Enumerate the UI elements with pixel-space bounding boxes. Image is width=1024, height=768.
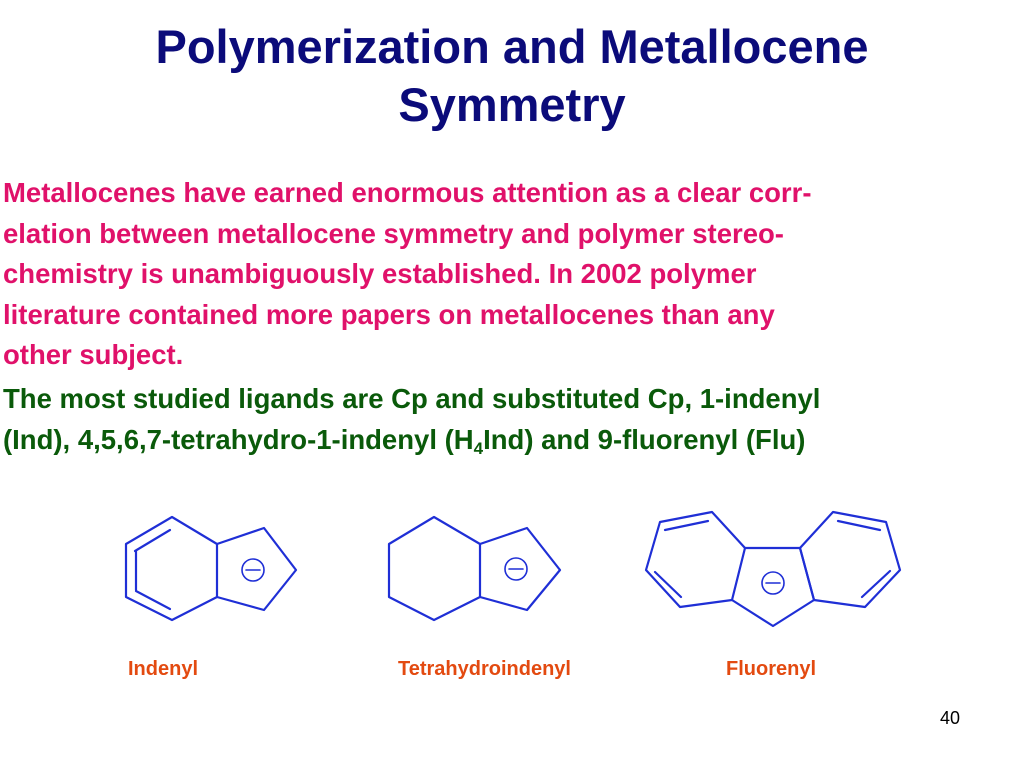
- slide-title: Polymerization and Metallocene Symmetry: [0, 18, 1024, 134]
- intro-line-1: Metallocenes have earned enormous attent…: [3, 177, 812, 208]
- fluorenyl-right-ring: [798, 510, 902, 609]
- ligands-line-1: The most studied ligands are Cp and subs…: [3, 383, 821, 414]
- ligands-line-2: (Ind), 4,5,6,7-tetrahydro-1-indenyl (H4I…: [3, 420, 1021, 461]
- intro-line-3: chemistry is unambiguously established. …: [3, 258, 757, 289]
- ligands-line-2-a: (Ind), 4,5,6,7-tetrahydro-1-indenyl (H: [3, 423, 474, 455]
- ligands-line-2-b: Ind) and 9-fluorenyl (Flu): [483, 423, 806, 455]
- intro-line-2: elation between metallocene symmetry and…: [3, 217, 784, 249]
- ligand-structures: [124, 510, 902, 628]
- indenyl-five-ring: [215, 526, 298, 612]
- tetrahydroindenyl-structure: [387, 515, 562, 622]
- intro-line-5: other subject.: [3, 339, 184, 370]
- indenyl-double-bonds: [133, 528, 172, 611]
- title-line-2: Symmetry: [398, 78, 626, 131]
- indenyl-charge: [241, 558, 265, 582]
- intro-line-4: literature contained more papers on meta…: [3, 298, 775, 330]
- label-fluorenyl: Fluorenyl: [726, 658, 817, 680]
- fluorenyl-structure: [644, 510, 902, 628]
- label-indenyl: Indenyl: [128, 658, 199, 680]
- page-number: 40: [940, 708, 961, 728]
- tetrahydroindenyl-six-ring: [387, 515, 482, 622]
- indenyl-structure: [124, 515, 298, 622]
- title-line-1: Polymerization and Metallocene: [155, 20, 869, 73]
- fluorenyl-five-ring: [730, 546, 816, 628]
- label-tetrahydroindenyl: Tetrahydroindenyl: [398, 658, 571, 680]
- tetrahydroindenyl-five-ring: [478, 526, 562, 612]
- ligands-subscript: 4: [473, 438, 484, 458]
- fluorenyl-double-bonds: [653, 519, 892, 599]
- fluorenyl-left-ring: [644, 510, 747, 609]
- fluorenyl-charge: [761, 571, 785, 595]
- indenyl-six-ring: [124, 515, 219, 622]
- tetrahydroindenyl-charge: [504, 557, 528, 581]
- intro-paragraph: Metallocenes have earned enormous attent…: [3, 173, 1021, 376]
- ligands-paragraph: The most studied ligands are Cp and subs…: [3, 379, 1021, 460]
